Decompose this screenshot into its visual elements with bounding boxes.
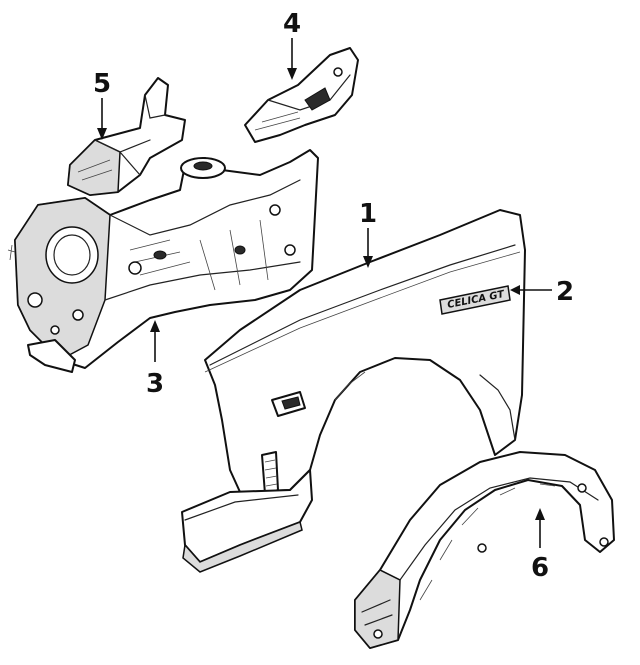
- leader-5: [97, 98, 107, 140]
- callout-2: 2: [556, 277, 574, 307]
- leader-3: [150, 320, 160, 362]
- callout-3: 3: [146, 369, 164, 399]
- callout-6: 6: [531, 553, 549, 583]
- callout-4: 4: [283, 9, 301, 39]
- callout-1: 1: [359, 199, 377, 229]
- leader-2: [510, 285, 552, 295]
- part-1-fender: CELICA GT: [204, 209, 526, 495]
- fender-lower-extension: [181, 469, 313, 573]
- part-4-bracket: [244, 47, 359, 143]
- part-6-wheel-liner: [354, 451, 615, 649]
- leader-4: [287, 38, 297, 80]
- part-3-apron-assembly: [7, 149, 319, 373]
- leader-1: [363, 228, 373, 268]
- leader-6: [535, 508, 545, 548]
- callout-5: 5: [93, 69, 111, 99]
- part-5-bracket: [67, 77, 186, 196]
